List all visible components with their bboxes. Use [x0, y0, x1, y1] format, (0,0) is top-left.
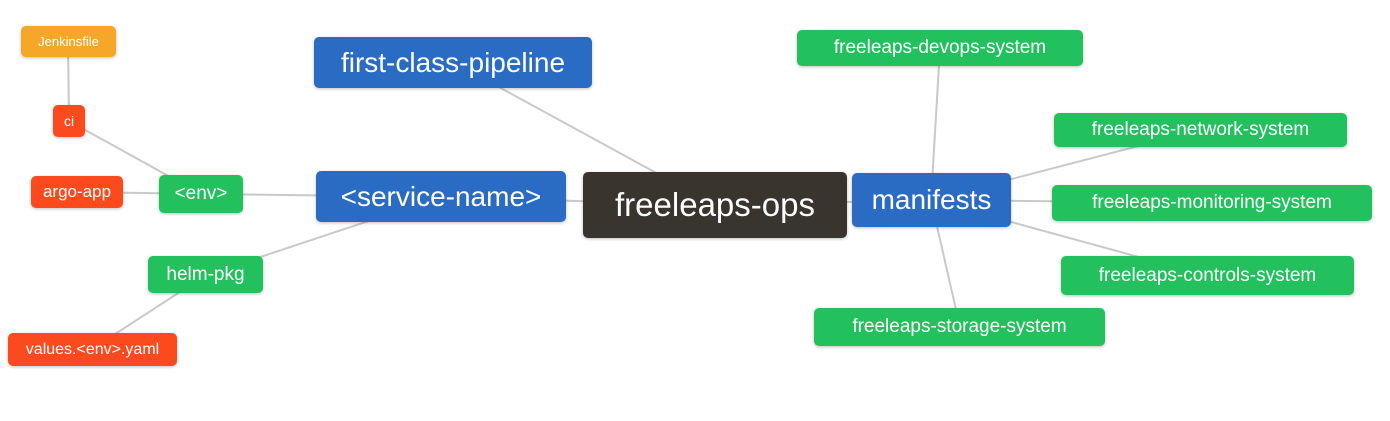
node-manifests[interactable]: manifests — [852, 173, 1011, 227]
node-freeleaps-network-system[interactable]: freeleaps-network-system — [1054, 113, 1347, 147]
node-values-env-yaml[interactable]: values.<env>.yaml — [8, 333, 177, 366]
node-jenkinsfile[interactable]: Jenkinsfile — [21, 26, 116, 57]
node-freeleaps-devops-system[interactable]: freeleaps-devops-system — [797, 30, 1083, 66]
node-env[interactable]: <env> — [159, 175, 243, 213]
node-argo-app[interactable]: argo-app — [31, 176, 123, 208]
node-ci[interactable]: ci — [53, 105, 85, 137]
node-freeleaps-ops[interactable]: freeleaps-ops — [583, 172, 847, 238]
node-freeleaps-storage-system[interactable]: freeleaps-storage-system — [814, 308, 1105, 346]
node-freeleaps-monitoring-system[interactable]: freeleaps-monitoring-system — [1052, 185, 1372, 221]
node-helm-pkg[interactable]: helm-pkg — [148, 256, 263, 293]
node-service-name[interactable]: <service-name> — [316, 171, 566, 222]
node-freeleaps-controls-system[interactable]: freeleaps-controls-system — [1061, 256, 1354, 295]
node-first-class-pipeline[interactable]: first-class-pipeline — [314, 37, 592, 88]
